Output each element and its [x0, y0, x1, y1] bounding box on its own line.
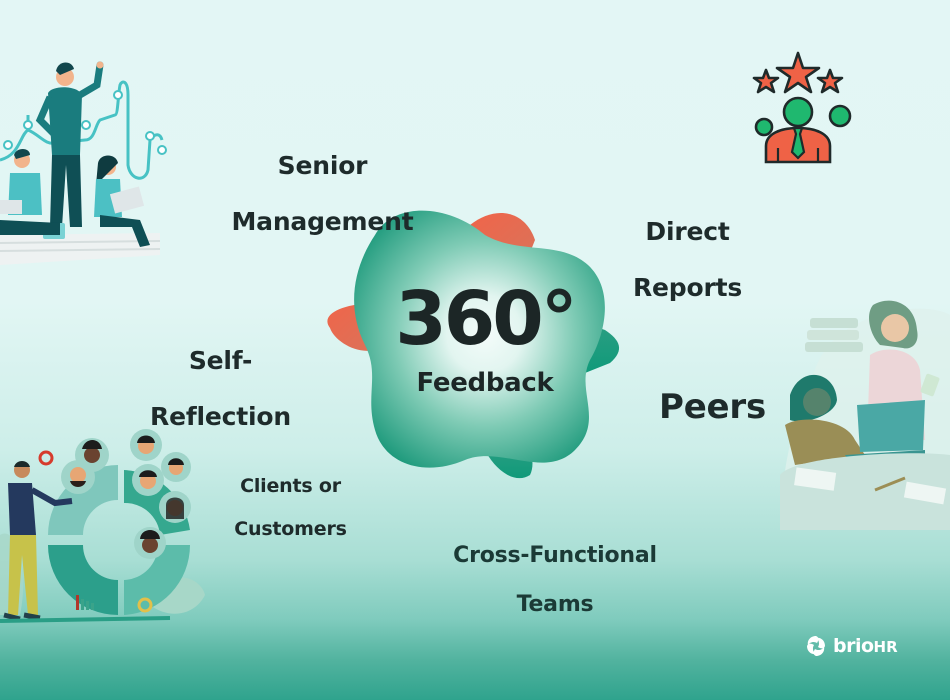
- label-clients-customers: Clients or Customers: [228, 455, 353, 561]
- label-line: Senior: [277, 151, 368, 180]
- label-line: Management: [231, 207, 414, 236]
- brio-swirl-icon: [807, 636, 825, 656]
- feedback-hub-blob: [327, 210, 620, 479]
- label-cross-functional-teams: Cross-Functional Teams: [450, 519, 660, 642]
- customer-circle-illustration: [0, 429, 205, 623]
- label-self-reflection: Self- Reflection: [148, 319, 293, 459]
- label-line: Reflection: [150, 402, 291, 431]
- hub-title: 360°: [395, 276, 577, 362]
- label-line: Customers: [234, 517, 347, 540]
- label-senior-management: Senior Management: [225, 124, 420, 264]
- label-line: Clients or: [240, 475, 341, 498]
- label-line: Peers: [658, 387, 767, 428]
- label-line: Teams: [516, 591, 594, 617]
- label-direct-reports: Direct Reports: [625, 190, 750, 330]
- brand-name: brioHR: [833, 635, 898, 657]
- hub-subtitle: Feedback: [416, 368, 554, 398]
- label-peers: Peers: [655, 350, 770, 464]
- label-line: Direct: [645, 217, 730, 246]
- brand-suffix: HR: [873, 638, 898, 656]
- label-line: Reports: [632, 273, 743, 302]
- team-leader-illustration: [0, 61, 167, 265]
- brand-logo: brioHR: [805, 631, 898, 661]
- label-line: Self-: [188, 346, 253, 375]
- manager-stars-icon: [752, 51, 852, 164]
- brand-wordmark: brio: [833, 635, 874, 657]
- label-line: Cross-Functional: [453, 542, 657, 568]
- coworkers-illustration: [780, 300, 950, 530]
